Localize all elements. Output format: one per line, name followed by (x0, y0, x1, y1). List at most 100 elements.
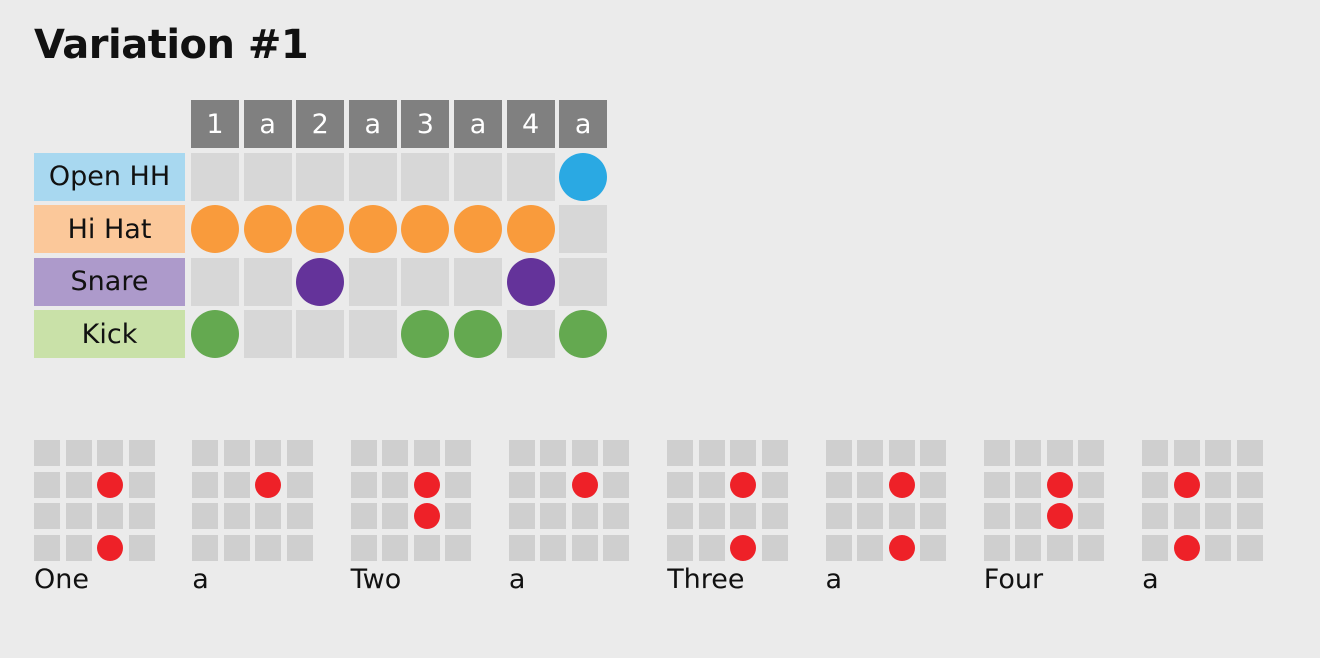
beat-diagram: a (508, 440, 634, 610)
beat-grid-cell (192, 534, 219, 561)
beat-grid-cell (1015, 440, 1042, 466)
beat-grid-cell (1142, 503, 1169, 529)
open-hh-hit[interactable] (559, 152, 608, 201)
hi-hat-hit[interactable] (191, 205, 239, 253)
beat-grid-cell (698, 503, 725, 529)
snare-hit[interactable] (506, 257, 555, 306)
beat-grid-cell (350, 440, 377, 466)
snare-step-cell[interactable] (559, 257, 608, 306)
beat-grid-cell (286, 440, 313, 466)
hi-hat-hit[interactable] (401, 205, 450, 253)
open-hh-step-cell[interactable] (296, 152, 345, 201)
kick-hit[interactable] (559, 310, 608, 358)
beat-grid-cell (1078, 471, 1105, 498)
beat-hit-dot (730, 534, 757, 561)
beat-grid (508, 440, 633, 564)
snare-step-cell[interactable] (243, 257, 292, 306)
kick-hit[interactable] (191, 310, 239, 358)
beat-grid-cell (825, 503, 852, 529)
open-hh-step-cell[interactable] (401, 152, 450, 201)
beat-grid-cell (761, 440, 788, 466)
beat-grid-cell (1046, 534, 1073, 561)
beat-grid-cell (286, 503, 313, 529)
beat-grid-cell (825, 534, 852, 561)
beat-grid-cell (1142, 534, 1169, 561)
hi-hat-hit[interactable] (243, 205, 292, 253)
step-header-4: a (348, 100, 397, 148)
beat-grid-cell (128, 471, 155, 498)
open-hh-step-cell[interactable] (243, 152, 292, 201)
beat-grid-cell (382, 534, 409, 561)
beat-grid-cell (825, 471, 852, 498)
beat-label: a (825, 564, 843, 595)
step-header-2: a (243, 100, 292, 148)
beat-grid-cell (445, 471, 472, 498)
beat-grid-cell (286, 534, 313, 561)
beat-grid-cell (540, 471, 567, 498)
beat-grid-cell (761, 503, 788, 529)
beat-label: a (192, 564, 209, 595)
beat-grid-cell (1046, 440, 1073, 466)
kick-hit[interactable] (401, 310, 450, 358)
beat-grid-cell (34, 503, 60, 529)
beat-grid-cell (920, 471, 946, 498)
beat-grid-cell (667, 503, 694, 529)
beat-grid-cell (65, 503, 92, 529)
beat-grid (350, 440, 475, 564)
page-title: Variation #1 (34, 22, 309, 68)
hi-hat-hit[interactable] (454, 205, 502, 253)
snare-step-cell[interactable] (191, 257, 239, 306)
hi-hat-hit[interactable] (296, 205, 345, 253)
snare-step-cell[interactable] (401, 257, 450, 306)
beat-grid-cell (128, 503, 155, 529)
kick-step-cell[interactable] (348, 310, 397, 358)
beat-grid-cell (857, 471, 883, 498)
snare-step-cell[interactable] (454, 257, 502, 306)
beat-grid-cell (34, 534, 60, 561)
snare-hit[interactable] (296, 257, 345, 306)
beat-grid (667, 440, 791, 564)
beat-grid-cell (761, 471, 788, 498)
hi-hat-step-cell[interactable] (559, 205, 608, 253)
beat-grid-cell (920, 503, 946, 529)
beat-hit-dot (413, 471, 440, 498)
beat-grid-cell (223, 440, 250, 466)
beat-hit-dot (571, 471, 598, 498)
beat-grid-cell (350, 471, 377, 498)
beat-grid-cell (1236, 534, 1263, 561)
beat-diagram: a (825, 440, 951, 610)
open-hh-step-cell[interactable] (191, 152, 239, 201)
beat-grid-cell (65, 471, 92, 498)
kick-step-cell[interactable] (243, 310, 292, 358)
beat-grid-cell (350, 534, 377, 561)
hi-hat-hit[interactable] (348, 205, 397, 253)
beat-grid-cell (920, 440, 946, 466)
kick-step-cell[interactable] (296, 310, 345, 358)
hi-hat-hit[interactable] (506, 205, 555, 253)
kick-step-cell[interactable] (506, 310, 555, 358)
beat-grid-cell (1236, 471, 1263, 498)
open-hh-step-cell[interactable] (348, 152, 397, 201)
open-hh-step-cell[interactable] (506, 152, 555, 201)
beat-grid-cell (382, 471, 409, 498)
kick-hit[interactable] (454, 310, 502, 358)
beat-grid-cell (698, 471, 725, 498)
beat-diagram: a (192, 440, 317, 610)
beat-grid (192, 440, 316, 564)
beat-grid-cell (223, 503, 250, 529)
beat-grid-cell (128, 534, 155, 561)
beat-hit-dot (1173, 471, 1200, 498)
beat-hit-dot (1046, 471, 1073, 498)
open-hh-step-cell[interactable] (454, 152, 502, 201)
beat-grid-cell (603, 503, 630, 529)
beat-hit-dot (413, 503, 440, 529)
beat-grid-cell (571, 440, 598, 466)
beat-grid-cell (1205, 440, 1232, 466)
beat-grid-cell (983, 440, 1010, 466)
beat-grid-cell (1205, 471, 1232, 498)
beat-grid-cell (382, 440, 409, 466)
beat-grid-cell (920, 534, 946, 561)
snare-step-cell[interactable] (348, 257, 397, 306)
beat-label: a (508, 564, 526, 595)
